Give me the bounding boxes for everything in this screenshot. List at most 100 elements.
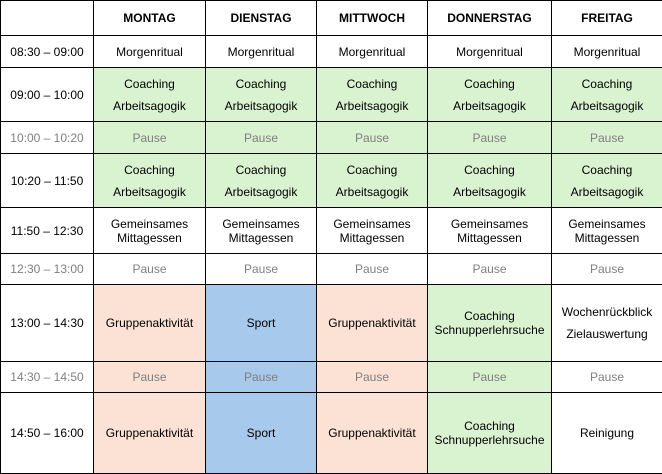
time-slot: 10:20 – 11:50: [1, 154, 94, 208]
activity-label: Morgenritual: [430, 45, 549, 59]
activity-label: Pause: [554, 262, 660, 276]
activity-label: Arbeitsagogik: [96, 181, 203, 203]
activity-label: Pause: [208, 131, 314, 145]
activity-label: Gemeinsames: [430, 217, 549, 231]
activity-cell: Pause: [552, 122, 662, 154]
activity-label: Morgenritual: [96, 45, 203, 59]
activity-cell: Morgenritual: [552, 36, 662, 68]
activity-label: Coaching: [96, 159, 203, 181]
activity-label: Mittagessen: [208, 231, 314, 245]
day-header: DONNERSTAG: [428, 1, 552, 36]
activity-label: Pause: [208, 262, 314, 276]
activity-cell: Pause: [94, 362, 206, 393]
activity-label: Mittagessen: [430, 231, 549, 245]
activity-label: Wochenrückblick: [554, 301, 660, 323]
activity-cell: Pause: [94, 122, 206, 154]
activity-cell: Pause: [552, 362, 662, 393]
activity-label: Mittagessen: [96, 231, 203, 245]
activity-label: Coaching: [430, 309, 549, 323]
activity-label: Schnupperlehrsuche: [430, 323, 549, 337]
time-slot: 12:30 – 13:00: [1, 254, 94, 285]
activity-cell: Gruppenaktivität: [317, 285, 428, 362]
activity-label: Gruppenaktivität: [96, 316, 203, 330]
activity-label: Arbeitsagogik: [319, 95, 425, 117]
day-header: DIENSTAG: [206, 1, 317, 36]
activity-cell: Pause: [428, 254, 552, 285]
activity-label: Pause: [430, 262, 549, 276]
activity-cell: Gruppenaktivität: [317, 393, 428, 474]
activity-label: Coaching: [208, 159, 314, 181]
activity-label: Arbeitsagogik: [554, 181, 660, 203]
activity-label: Pause: [96, 370, 203, 384]
time-slot: 14:30 – 14:50: [1, 362, 94, 393]
activity-label: Pause: [319, 262, 425, 276]
activity-label: Pause: [430, 370, 549, 384]
activity-label: Gemeinsames: [208, 217, 314, 231]
activity-label: Coaching: [319, 159, 425, 181]
activity-label: Pause: [208, 370, 314, 384]
activity-label: Pause: [554, 370, 660, 384]
activity-label: Coaching: [208, 73, 314, 95]
time-slot: 11:50 – 12:30: [1, 208, 94, 254]
activity-cell: Pause: [317, 362, 428, 393]
activity-cell: Reinigung: [552, 393, 662, 474]
corner-header: [1, 1, 94, 36]
activity-label: Schnupperlehrsuche: [430, 433, 549, 447]
activity-label: Mittagessen: [554, 231, 660, 245]
activity-cell: Morgenritual: [317, 36, 428, 68]
activity-label: Coaching: [430, 159, 549, 181]
activity-cell: Morgenritual: [428, 36, 552, 68]
activity-label: Sport: [208, 316, 314, 330]
activity-label: Coaching: [430, 419, 549, 433]
activity-cell: Sport: [206, 393, 317, 474]
activity-label: Arbeitsagogik: [554, 95, 660, 117]
activity-cell: Gruppenaktivität: [94, 285, 206, 362]
activity-label: Mittagessen: [319, 231, 425, 245]
activity-label: Sport: [208, 426, 314, 440]
activity-cell: Pause: [317, 254, 428, 285]
activity-cell: Pause: [206, 254, 317, 285]
activity-label: Pause: [554, 131, 660, 145]
activity-label: Gruppenaktivität: [319, 316, 425, 330]
activity-label: Gemeinsames: [96, 217, 203, 231]
activity-label: Arbeitsagogik: [430, 181, 549, 203]
day-header: FREITAG: [552, 1, 662, 36]
activity-label: Coaching: [96, 73, 203, 95]
activity-cell: Pause: [206, 362, 317, 393]
activity-label: Coaching: [430, 73, 549, 95]
activity-cell: Pause: [428, 122, 552, 154]
time-slot: 08:30 – 09:00: [1, 36, 94, 68]
activity-label: Coaching: [554, 159, 660, 181]
day-header: MONTAG: [94, 1, 206, 36]
activity-cell: Sport: [206, 285, 317, 362]
day-header: MITTWOCH: [317, 1, 428, 36]
activity-cell: Morgenritual: [94, 36, 206, 68]
activity-label: Pause: [319, 131, 425, 145]
activity-label: Arbeitsagogik: [319, 181, 425, 203]
activity-label: Pause: [319, 370, 425, 384]
activity-cell: Pause: [317, 122, 428, 154]
activity-cell: Gruppenaktivität: [94, 393, 206, 474]
activity-label: Gruppenaktivität: [96, 426, 203, 440]
